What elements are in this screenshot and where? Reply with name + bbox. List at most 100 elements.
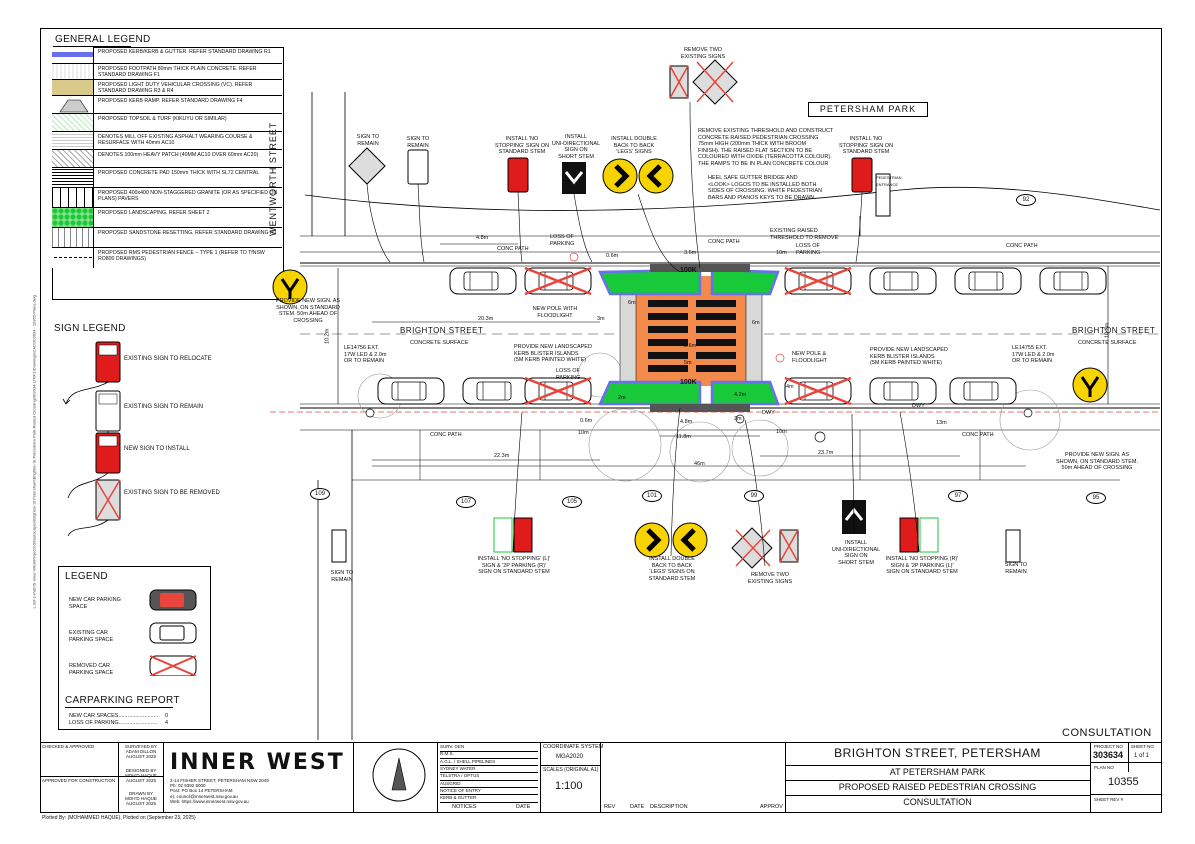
drawing-title-4: CONSULTATION	[903, 797, 972, 807]
project-no: 303634	[1093, 750, 1124, 760]
zebra-bar	[696, 352, 736, 359]
general-legend-row: PROPOSED LANDSCAPING. REFER SHEET 2	[52, 207, 282, 228]
legend-swatch	[52, 150, 94, 168]
dim-10b: 10m	[578, 430, 589, 436]
car-legend-title: LEGEND	[65, 571, 108, 582]
signs-top	[348, 59, 891, 217]
dim-10-2: 10.2m	[324, 328, 331, 344]
sign-legend-text-1: EXISTING SIGN TO REMAIN	[124, 404, 204, 410]
dwy-a: DWY	[762, 410, 775, 416]
note-new-pole-1: NEW POLE WITH FLOODLIGHT	[532, 306, 578, 319]
zebra-bar	[648, 365, 688, 372]
existing-car-icon	[149, 622, 197, 644]
conc-path-4: CONC PATH	[430, 432, 462, 438]
legend-text: PROPOSED 400x400 NON-STAGGERED GRANITE (…	[98, 190, 278, 203]
loss-parking-value: 4	[165, 720, 169, 726]
note-loss-parking-2: LOSS OF PARKING	[796, 243, 821, 256]
legend-swatch	[52, 80, 94, 96]
new-car-spaces-label: NEW CAR SPACES..........................	[69, 713, 159, 719]
sheet-no-label: SHEET NO	[1131, 744, 1154, 749]
dim-4-2: 4.2m	[734, 392, 747, 398]
drawn-by: DRAWN BY MOH'D HAQUE AUGUST 2025	[125, 791, 157, 806]
legend-text: PROPOSED KERB/KERB & GUTTER. REFER STAND…	[98, 49, 271, 55]
legend-swatch	[52, 47, 94, 63]
concrete-surface-right: CONCRETE SURFACE	[1078, 340, 1137, 346]
dim-6m: 6m	[752, 320, 760, 326]
remove-signs-top	[669, 59, 738, 105]
note-remove-two-top: REMOVE TWO EXISTING SIGNS	[680, 47, 726, 60]
house-number: 109	[310, 488, 330, 500]
legend-text: DENOTES MILL OFF EXISTING ASPHALT WEARIN…	[98, 134, 253, 147]
dim-3-6b: 3.6m	[684, 343, 697, 349]
note-provide-blister-left: PROVIDE NEW LANDSCAPED KERB BLISTER ISLA…	[514, 344, 592, 363]
house-number: 105	[562, 496, 582, 508]
note-heel-safe: HEEL SAFE GUTTER BRIDGE AND <LOOK> LOGOS…	[708, 175, 822, 201]
legend-swatch	[52, 188, 94, 208]
general-legend-row: PROPOSED SANDSTONE RESETTING. REFER STAN…	[52, 227, 282, 248]
new-car-icon	[149, 589, 197, 611]
carparking-report-title: CARPARKING REPORT	[65, 695, 180, 706]
legend-swatch	[52, 228, 94, 248]
note-loss-parking-3: LOSS OF PARKING	[556, 368, 581, 381]
drawing-title-2: AT PETERSHAM PARK	[889, 767, 986, 777]
loss-parking-label: LOSS OF PARKING.........................	[69, 720, 157, 726]
legend-swatch	[52, 132, 94, 150]
light-poles	[365, 252, 1033, 443]
legend-text: PROPOSED RMS PEDESTRIAN FENCE – TYPE 1 (…	[98, 250, 265, 263]
coord-value: MGA2020	[556, 754, 584, 760]
note-sign-remain-3: SIGN TO REMAIN	[330, 570, 354, 583]
general-legend-row: PROPOSED FOOTPATH 80mm THICK PLAIN CONCR…	[52, 63, 282, 80]
legend-text: PROPOSED TOPSOIL & TURF (KIKUYU OR SIMIL…	[98, 116, 227, 122]
zebra-bar	[696, 326, 736, 333]
dim-10-3: 10.3m	[1104, 322, 1111, 338]
uni-directional-sign-icon	[562, 162, 586, 194]
note-provide-new-sign-right: PROVIDE NEW SIGN. AS SHOWN, ON STANDARD …	[1055, 452, 1139, 471]
note-install-no-stopping-2: INSTALL 'NO STOPPING' SIGN ON STANDARD S…	[838, 136, 894, 155]
drawing-title-1: BRIGHTON STREET, PETERSHAM	[834, 746, 1041, 760]
brighton-street-label-right: BRIGHTON STREET	[1072, 326, 1156, 335]
pedestrian-entrance-label: PEDESTRIAN ENTRANCE	[876, 175, 902, 187]
general-legend-row: PROPOSED TOPSOIL & TURF (KIKUYU OR SIMIL…	[52, 113, 282, 132]
note-provide-new-sign-left: PROVIDE NEW SIGN. AS SHOWN, ON STANDARD …	[275, 298, 341, 324]
marking-top: 100K	[680, 267, 697, 274]
keep-left-sign-icon-right	[1071, 366, 1109, 404]
legend-swatch	[52, 168, 94, 188]
scale-label: SCALES (ORIGINAL A1)	[543, 767, 599, 773]
dim-11-8: 11.8m	[676, 434, 691, 440]
brighton-street-label-left: BRIGHTON STREET	[400, 326, 484, 335]
concrete-surface-left: CONCRETE SURFACE	[410, 340, 469, 346]
scale-value: 1:100	[555, 780, 583, 792]
dim-4m: 4m	[786, 384, 794, 390]
zebra-bar	[696, 365, 736, 372]
dim-0-6a: 0.6m	[606, 253, 619, 259]
zebra-bar	[696, 300, 736, 307]
zebra-bar	[648, 300, 688, 307]
drawing-title-3: PROPOSED RAISED PEDESTRIAN CROSSING	[838, 782, 1037, 792]
dim-4-8b: 4.8m	[680, 419, 693, 425]
no-stopping-remain-sign-icon	[407, 149, 429, 185]
house-number: 95	[1086, 492, 1106, 504]
note-install-uni-2: INSTALL UNI-DIRECTIONAL SIGN ON SHORT ST…	[831, 540, 881, 566]
zebra-bar	[648, 339, 688, 346]
legend-text: DENOTES 100mm HEAVY PATCH (40MM AC10 OVE…	[98, 152, 259, 158]
project-no-label: PROJECT NO	[1094, 744, 1123, 749]
dim-0-6b: 0.6m	[580, 418, 593, 424]
zebra-bar	[696, 339, 736, 346]
rev-label: REV	[604, 804, 616, 810]
legend-swatch	[52, 96, 94, 114]
note-install-uni-1: INSTALL UNI-DIRECTIONAL SIGN ON SHORT ST…	[551, 134, 601, 160]
dim-5m: 5m	[684, 360, 692, 366]
sign-legend-graphics	[62, 341, 121, 536]
consultation-stamp: CONSULTATION	[1062, 727, 1152, 739]
legend-text: PROPOSED LANDSCAPING. REFER SHEET 2	[98, 210, 210, 216]
approv-label: APPROV	[760, 804, 783, 810]
house-number: 99	[744, 490, 764, 502]
leader-lines	[366, 101, 920, 567]
zebra-bar	[648, 313, 688, 320]
legend-text: PROPOSED SANDSTONE RESETTING. REFER STAN…	[98, 230, 277, 236]
general-legend-row: DENOTES MILL OFF EXISTING ASPHALT WEARIN…	[52, 131, 282, 150]
dimension-lines	[337, 243, 1109, 467]
surveyed-by: SURVEYED BY ADAM DILLON AUGUST 2025	[125, 744, 157, 759]
plotted-by: Plotted By: (MOHAMMED HAQUE), Plotted on…	[42, 815, 196, 821]
general-legend-row: PROPOSED LIGHT DUTY VEHICULAR CROSSING (…	[52, 79, 282, 96]
